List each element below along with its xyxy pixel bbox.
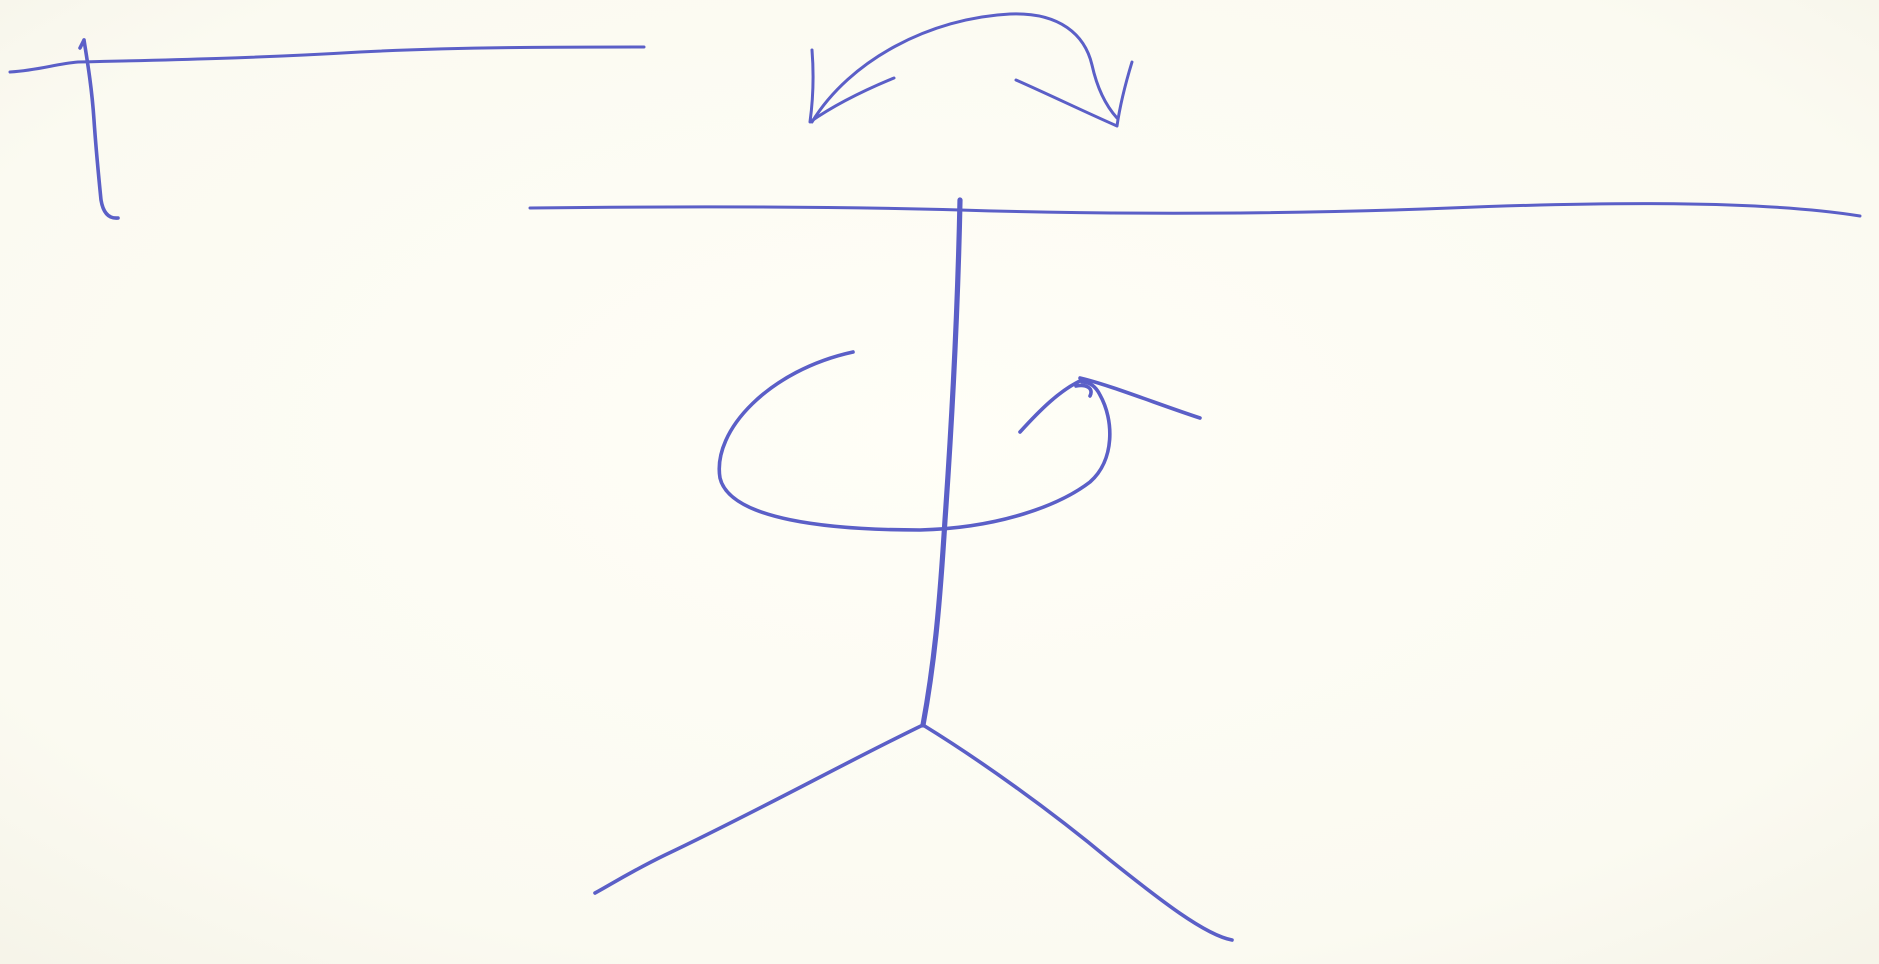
hand-drawn-sketch — [0, 0, 1879, 964]
paper-background — [0, 0, 1879, 964]
